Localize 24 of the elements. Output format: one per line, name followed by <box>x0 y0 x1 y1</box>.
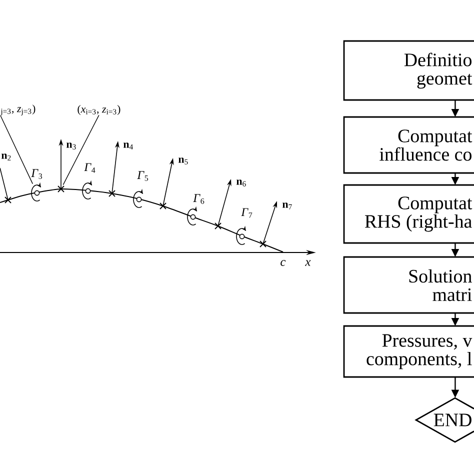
normal-label: n$_{5}$ <box>178 158 188 164</box>
process-box: Computat RHS (right-ha <box>343 184 474 244</box>
vortex-symbol <box>31 182 42 202</box>
process-box: Definitio geomet <box>343 40 474 101</box>
coordinate-label: (x$_{i=3}$, z$_{i=3}$) <box>78 105 120 115</box>
circulation-label: Γ$_{7}$ <box>241 208 252 218</box>
normal-label: n$_{4}$ <box>124 142 134 150</box>
process-box: Computat influence co <box>343 116 474 174</box>
leader-line <box>62 114 100 186</box>
normal-label: n$_{2}$ <box>2 154 11 160</box>
coordinate-label: $_{j=3}$, z$_{j=3}$) <box>0 104 36 116</box>
circulation-label: Γ$_{4}$ <box>84 163 96 173</box>
process-box: Pressures, v components, l <box>343 325 474 378</box>
circulation-label: Γ$_{3}$ <box>31 169 42 179</box>
circulation-label: Γ$_{5}$ <box>137 171 148 181</box>
cross-mark <box>58 186 64 192</box>
normal-label: n$_{6}$ <box>236 180 246 186</box>
circulation-label: Γ$_{6}$ <box>193 194 204 204</box>
axis-label: x <box>305 260 311 266</box>
leader-line <box>0 115 34 184</box>
process-box: Solution matri <box>343 256 474 314</box>
normal-label: n$_{7}$ <box>282 202 292 210</box>
normal-label: n$_{3}$ <box>66 142 76 150</box>
axis-label: c <box>280 260 286 266</box>
